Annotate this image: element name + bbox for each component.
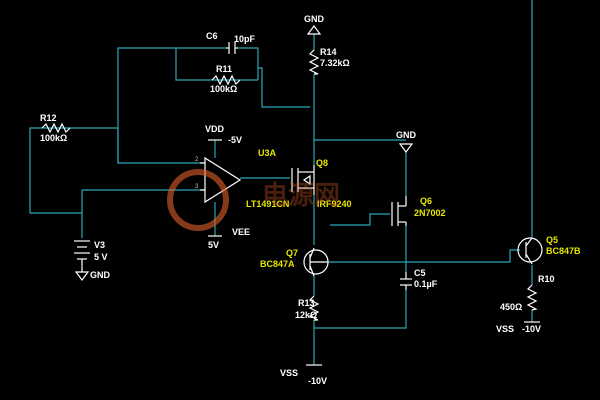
svg-text:Q7: Q7: [286, 248, 298, 258]
capacitor-c5: C5 0.1µF: [400, 268, 438, 290]
wire-c5-bottom: [314, 290, 407, 329]
resistor-r13: R13 12kΩ: [295, 295, 320, 321]
resistor-r12: R12 100kΩ: [40, 113, 71, 143]
svg-text:BC847A: BC847A: [260, 259, 295, 269]
svg-text:Q8: Q8: [316, 158, 328, 168]
wire-c6-right: [238, 47, 259, 80]
svg-text:3: 3: [195, 184, 199, 190]
capacitor-c6: C6 10pF: [206, 31, 256, 54]
svg-text:LT1491CN: LT1491CN: [246, 199, 289, 209]
gnd-symbol-v3: GND: [74, 270, 111, 281]
svg-text:电源网: 电源网: [262, 181, 340, 211]
svg-text:GND: GND: [90, 270, 111, 280]
svg-text:GND: GND: [304, 14, 325, 24]
vdd-symbol: VDD -5V: [205, 124, 242, 145]
svg-text:R12: R12: [40, 113, 57, 123]
wire-r12-to-minus: [117, 128, 205, 164]
svg-text:Q5: Q5: [546, 235, 558, 245]
svg-text:10pF: 10pF: [234, 34, 256, 44]
svg-text:VDD: VDD: [205, 124, 225, 134]
svg-text:C6: C6: [206, 31, 218, 41]
bjt-q7: Q7 BC847A: [260, 247, 329, 277]
svg-text:2N7002: 2N7002: [414, 208, 446, 218]
source-v3: V3 5 V: [74, 240, 108, 272]
svg-text:R11: R11: [216, 64, 232, 74]
svg-text:100kΩ: 100kΩ: [210, 84, 237, 94]
svg-text:IRF9240: IRF9240: [317, 199, 352, 209]
wire-q7-base-to-q5: [328, 249, 520, 263]
svg-text:0.1µF: 0.1µF: [414, 279, 438, 289]
gnd-symbol-top: GND: [304, 14, 325, 35]
wire-q6-gate: [330, 213, 390, 226]
mosfet-q6: Q6 2N7002: [391, 196, 446, 226]
svg-text:5 V: 5 V: [94, 252, 108, 262]
wire-fb-to-drain: [258, 67, 310, 108]
vss-symbol-right: VSS -10V: [496, 321, 541, 334]
svg-text:2: 2: [195, 157, 199, 163]
svg-text:5V: 5V: [208, 240, 219, 250]
resistor-r11: R11 100kΩ: [210, 64, 241, 94]
svg-text:U3A: U3A: [258, 148, 277, 158]
svg-text:VSS: VSS: [496, 324, 514, 334]
svg-text:R13: R13: [298, 298, 315, 308]
svg-text:V3: V3: [94, 240, 105, 250]
watermark-logo: 电源网: [167, 169, 340, 231]
vss-symbol-left: VSS -10V: [280, 364, 327, 386]
svg-text:VEE: VEE: [232, 227, 250, 237]
vee-symbol: VEE 5V: [208, 227, 250, 250]
wire-feedback-left: [117, 47, 176, 163]
svg-text:R10: R10: [538, 274, 555, 284]
svg-text:450Ω: 450Ω: [500, 302, 522, 312]
svg-text:GND: GND: [396, 130, 417, 140]
mosfet-q8: Q8 IRF9240: [291, 158, 352, 209]
svg-text:BC847B: BC847B: [546, 246, 581, 256]
wire-r12-left: [29, 127, 118, 238]
svg-text:R14: R14: [320, 47, 337, 57]
gnd-symbol-mid: GND: [396, 130, 417, 153]
svg-text:-5V: -5V: [228, 135, 242, 145]
bjt-q5: Q5 BC847B: [517, 235, 581, 265]
svg-text:100kΩ: 100kΩ: [40, 133, 67, 143]
resistor-r14: R14 7.32kΩ: [308, 47, 350, 75]
svg-text:-10V: -10V: [308, 376, 327, 386]
svg-text:7.32kΩ: 7.32kΩ: [320, 58, 350, 68]
resistor-r10: R10 450Ω: [500, 274, 555, 312]
svg-text:C5: C5: [414, 268, 426, 278]
svg-text:-10V: -10V: [522, 324, 541, 334]
svg-text:12kΩ: 12kΩ: [295, 310, 317, 320]
svg-text:Q6: Q6: [420, 196, 432, 206]
svg-text:VSS: VSS: [280, 368, 298, 378]
